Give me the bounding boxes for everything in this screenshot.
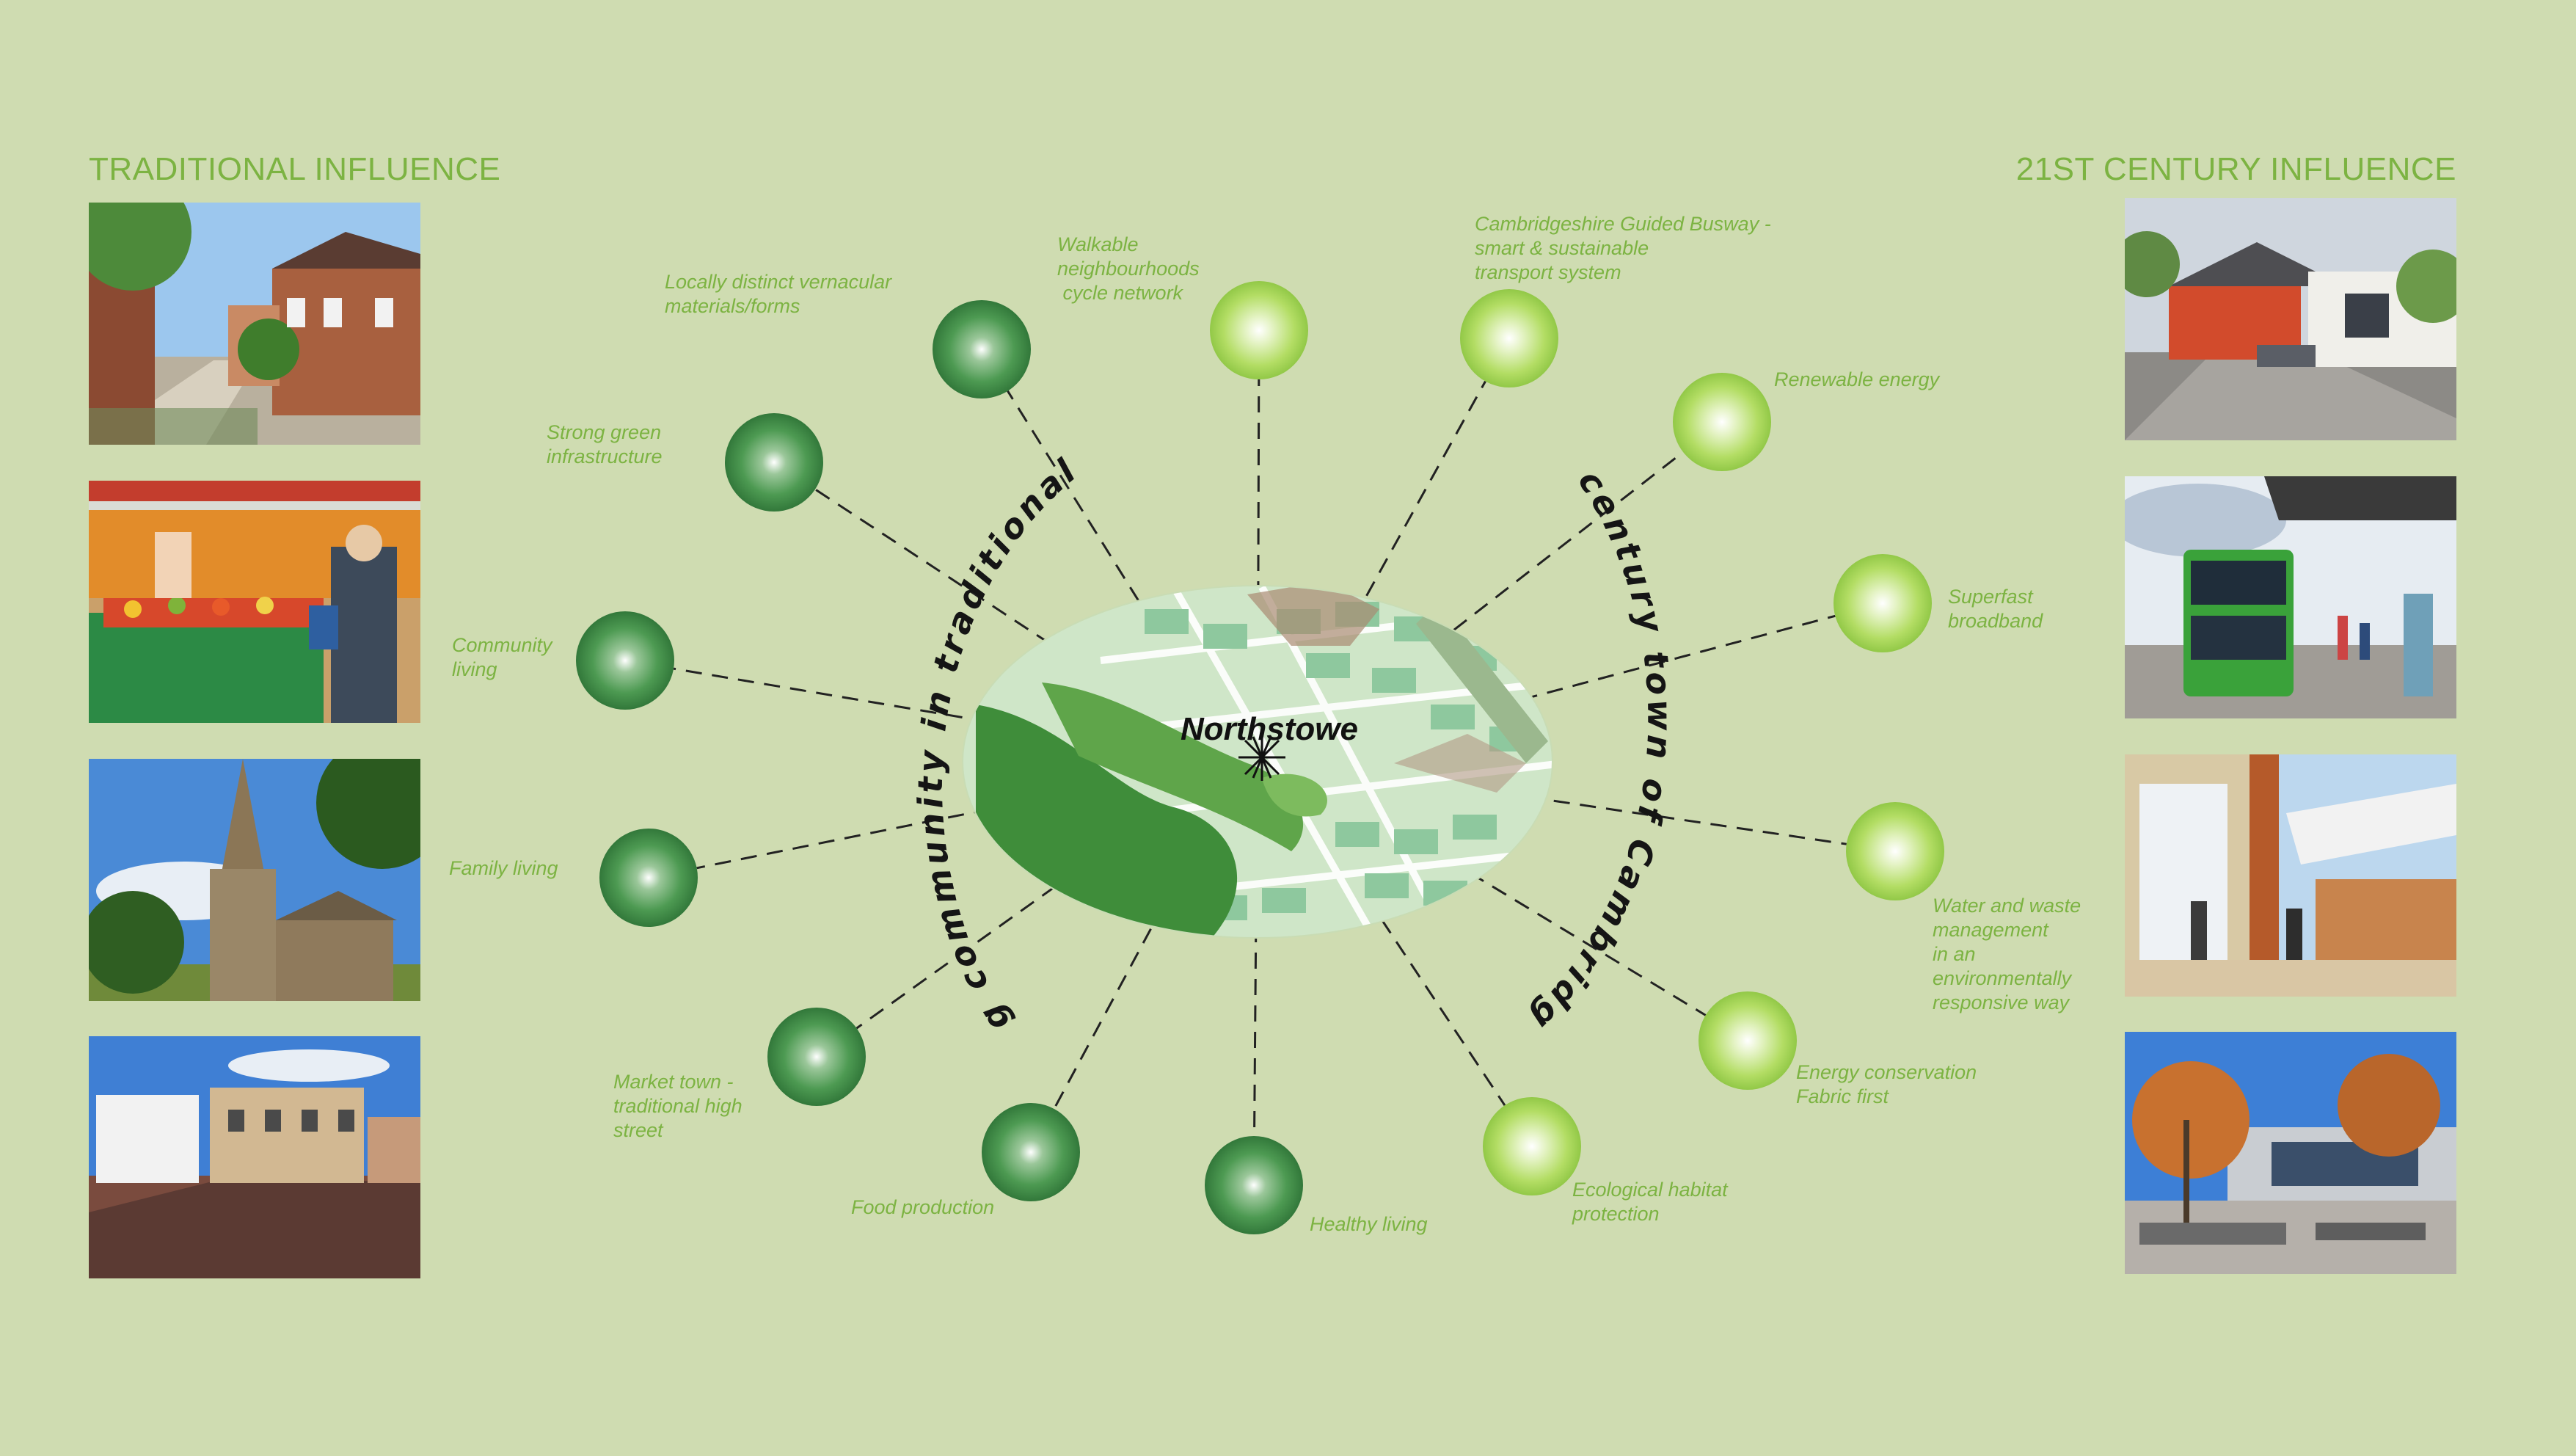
traditional-spoke-1 (814, 488, 1183, 732)
traditional-sphere-2 (576, 611, 674, 710)
modern-sphere-1 (1460, 289, 1558, 387)
northstowe-title: Northstowe (1181, 711, 1358, 747)
traditional-label-3-line-0: Family living (449, 857, 558, 879)
modern-label-4-line-2: in an (1933, 943, 1976, 965)
modern-sphere-2 (1673, 373, 1771, 471)
traditional-label-5: Food production (851, 1196, 994, 1218)
traditional-influence-heading: TRADITIONAL INFLUENCE (89, 151, 501, 187)
modern-label-6-line-0: Ecological habitat (1572, 1179, 1729, 1201)
traditional-sphere-3 (599, 829, 698, 927)
modern-sphere-6 (1483, 1097, 1581, 1195)
modern-label-4-line-0: Water and waste (1933, 895, 2081, 917)
arc-traditional-setting-text: Thriving community in traditional settin… (0, 0, 1082, 1038)
modern-sphere-3 (1834, 554, 1932, 652)
traditional-label-1-line-0: Strong green (547, 421, 661, 443)
modern-spoke-2 (1327, 451, 1684, 728)
traditional-label-6: Healthy living (1310, 1213, 1428, 1235)
traditional-label-2-line-0: Community (452, 634, 553, 656)
modern-sphere-0 (1210, 281, 1308, 379)
traditional-label-4-line-0: Market town - (613, 1071, 734, 1093)
modern-label-4-line-4: responsive way (1933, 991, 2070, 1013)
modern-label-6-line-1: protection (1572, 1203, 1660, 1225)
modern-label-1-line-1: smart & sustainable (1475, 237, 1649, 259)
traditional-sphere-4 (767, 1008, 866, 1106)
traditional-sphere-0 (933, 300, 1031, 398)
photo-guided-busway (2125, 476, 2456, 718)
photo-market-stall (89, 481, 420, 723)
compass-star-icon (1238, 734, 1285, 781)
modern-label-0-line-2: cycle network (1057, 282, 1184, 304)
modern-label-3-line-1: broadband (1948, 610, 2043, 632)
modern-label-2-line-0: Renewable energy (1774, 368, 1941, 390)
photo-modern-plaza (2125, 1032, 2456, 1274)
traditional-label-4-line-2: street (613, 1119, 664, 1141)
traditional-label-3: Family living (449, 857, 558, 879)
traditional-label-0-line-1: materials/forms (665, 295, 800, 317)
photo-traditional-street (89, 203, 420, 445)
traditional-label-4-line-1: traditional high (613, 1095, 742, 1117)
photo-market-square (89, 1036, 420, 1278)
modern-label-1-line-0: Cambridgeshire Guided Busway - (1475, 213, 1771, 235)
modern-label-2: Renewable energy (1774, 368, 1941, 390)
modern-spoke-5 (1333, 790, 1707, 1016)
traditional-sphere-5 (982, 1103, 1080, 1201)
modern-sphere-4 (1846, 802, 1944, 900)
modern-label-4-line-3: environmentally (1933, 967, 2073, 989)
traditional-label-6-line-0: Healthy living (1310, 1213, 1428, 1235)
photo-church (89, 759, 420, 1001)
arc-traditional-setting: Thriving community in traditional settin… (0, 0, 1086, 1038)
modern-label-3-line-0: Superfast (1948, 586, 2034, 608)
modern-sphere-5 (1699, 991, 1797, 1090)
modern-label-4-line-1: management (1933, 919, 2049, 941)
modern-label-0-line-1: neighbourhoods (1057, 258, 1200, 280)
modern-label-0: Walkable neighbourhoods cycle network (1057, 233, 1200, 304)
traditional-sphere-6 (1205, 1136, 1303, 1234)
traditional-label-1-line-1: infrastructure (547, 445, 663, 467)
modern-label-0-line-0: Walkable (1057, 233, 1139, 255)
modern-label-5-line-1: Fabric first (1796, 1085, 1890, 1107)
traditional-label-2-line-1: living (452, 658, 497, 680)
modern-label-1-line-2: transport system (1475, 261, 1621, 283)
traditional-label-5-line-0: Food production (851, 1196, 994, 1218)
modern-label-1: Cambridgeshire Guided Busway -smart & su… (1475, 213, 1771, 283)
modern-label-5-line-0: Energy conservation (1796, 1061, 1977, 1083)
photo-modern-housing (2125, 198, 2456, 440)
21st-century-influence-heading: 21ST CENTURY INFLUENCE (2015, 151, 2456, 187)
traditional-sphere-1 (725, 413, 823, 512)
traditional-label-0-line-0: Locally distinct vernacular (665, 271, 892, 293)
photo-eco-building (2125, 754, 2456, 997)
